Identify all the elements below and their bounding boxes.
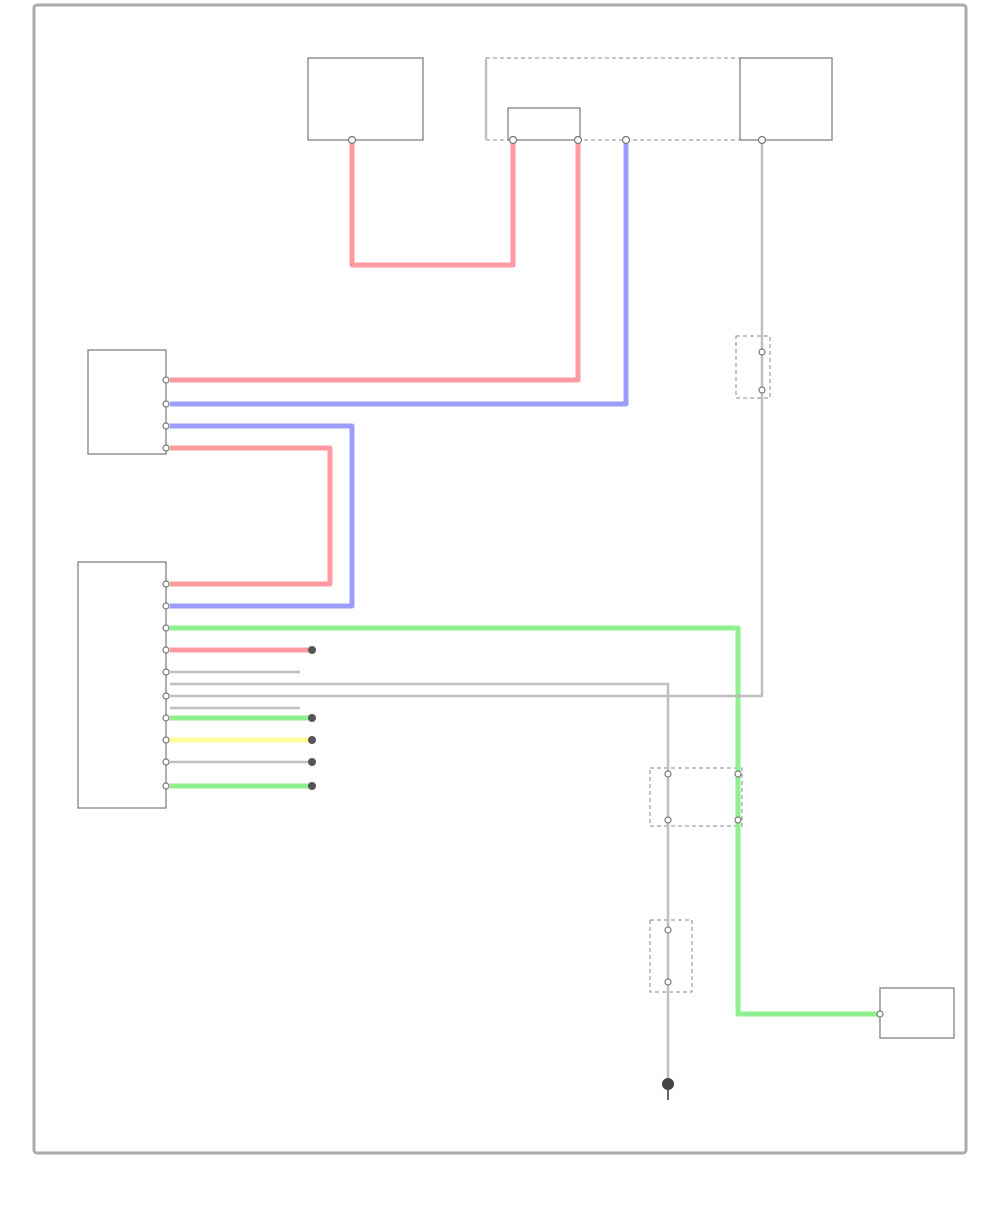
top-left-fuse-box: [307, 57, 424, 141]
pin: [758, 348, 766, 356]
pin: [757, 135, 767, 145]
stub-arrow: [308, 714, 316, 722]
pin: [508, 135, 518, 145]
pin: [162, 376, 170, 384]
pin: [734, 816, 742, 824]
top-right-relay-block: [485, 57, 833, 141]
pin: [876, 1010, 884, 1018]
pin: [162, 444, 170, 452]
ground-symbol: [662, 1078, 674, 1100]
right-joint-connector-top: [735, 335, 771, 399]
pin: [664, 770, 672, 778]
stub-arrow: [308, 758, 316, 766]
wire-red-row4-to-unit: [170, 445, 333, 587]
pin: [664, 926, 672, 934]
pin: [621, 135, 631, 145]
pin: [162, 602, 170, 610]
joint-connector-box: [87, 349, 167, 455]
control-unit-box: [77, 561, 167, 809]
stub-arrow-group: [308, 646, 316, 790]
right-joint-connector-low: [649, 919, 693, 993]
pin: [664, 816, 672, 824]
ground-icon: [662, 1078, 674, 1090]
pin: [573, 135, 583, 145]
top-right-inner-relay: [507, 107, 581, 141]
wire-group: [170, 140, 880, 1017]
pin: [162, 580, 170, 588]
pin: [162, 624, 170, 632]
stub-arrow: [308, 736, 316, 744]
pin: [162, 692, 170, 700]
stub-arrow: [308, 782, 316, 790]
pin: [664, 978, 672, 986]
wire-red-top-loop: [349, 140, 516, 268]
pin: [347, 135, 357, 145]
wire-green-to-meter: [170, 625, 880, 1017]
pin: [162, 422, 170, 430]
top-right-relay-right: [739, 57, 833, 141]
pin: [162, 714, 170, 722]
thin-wire-group: [170, 60, 764, 1084]
wire-red-to-joint-row1: [170, 140, 581, 383]
combination-meter-box: [879, 987, 955, 1039]
pin: [162, 400, 170, 408]
pin: [162, 782, 170, 790]
pin: [162, 736, 170, 744]
right-joint-connector-mid: [649, 767, 743, 827]
pin: [162, 646, 170, 654]
stub-arrow: [308, 646, 316, 654]
pin-group: [162, 135, 884, 1018]
pin: [734, 770, 742, 778]
wire-blue-to-joint-row2: [170, 140, 629, 407]
wire-blue-row3-to-unit: [170, 423, 355, 609]
pin: [758, 386, 766, 394]
pin: [162, 668, 170, 676]
diagram-frame: [32, 3, 968, 1155]
wire-gray-right-vertical: [170, 140, 764, 698]
pin: [162, 758, 170, 766]
wire-gray-to-ground: [170, 682, 670, 1084]
